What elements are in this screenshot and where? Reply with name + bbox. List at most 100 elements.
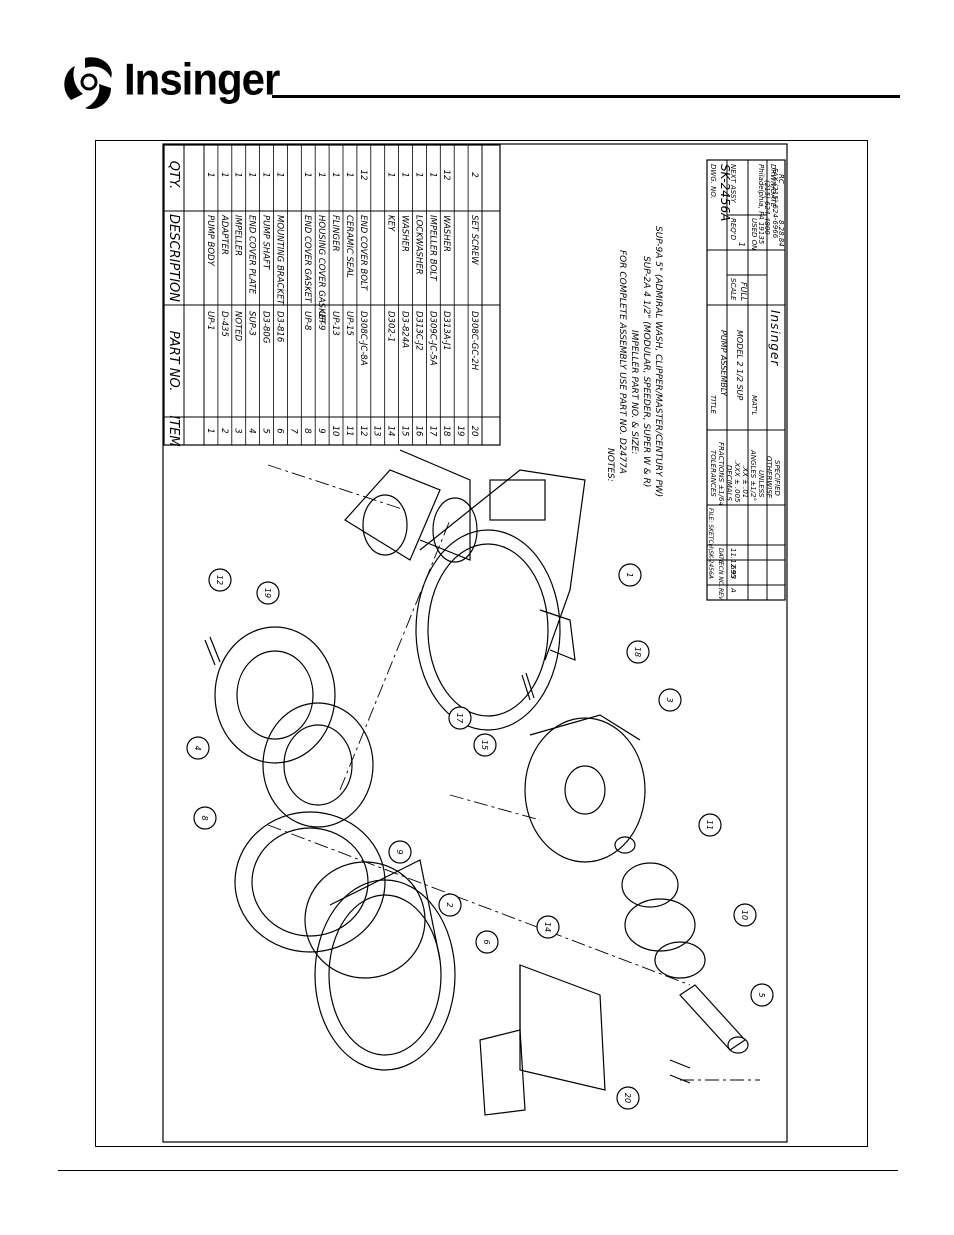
adapter-part xyxy=(304,859,456,1071)
callout-label: 18 xyxy=(633,647,642,657)
callout-bubble xyxy=(388,840,412,864)
callout-bubble xyxy=(618,563,642,587)
callout-bubble xyxy=(208,568,232,592)
callout-bubble xyxy=(658,688,682,712)
used-on-label: USED ON xyxy=(750,218,758,251)
cell-description: WASHER xyxy=(399,215,409,252)
cell-part-no: UP-13 xyxy=(330,311,340,336)
note-line-2: IMPELLER PART NO. & SIZE: xyxy=(629,330,639,454)
cell-part-no: UP-8 xyxy=(302,311,312,331)
cell-item: 15 xyxy=(399,426,409,437)
title-line-1: PUMP ASSEMBLY xyxy=(719,330,728,397)
rev-value: A xyxy=(729,587,737,593)
reqd-label: REQ'D xyxy=(729,218,737,241)
callout-label: 10 xyxy=(740,910,749,920)
cell-item: 9 xyxy=(316,428,326,433)
cell-part-no: SUP-3 xyxy=(247,311,257,336)
callout-bubble xyxy=(475,930,499,954)
callout-label: 8 xyxy=(200,815,209,820)
callout-label: 2 xyxy=(445,902,454,907)
cell-description: END COVER BOLT xyxy=(358,215,368,291)
rev-date: 11.12.93 xyxy=(729,548,737,579)
scale-value: FULL xyxy=(739,282,748,301)
cell-item: 17 xyxy=(427,426,437,437)
specified: SPECIFIED xyxy=(773,460,781,497)
callout-bubble xyxy=(193,806,217,830)
file-name: FILE: SKETCH\SK-2456A xyxy=(707,508,714,579)
pump-body-part xyxy=(344,449,586,731)
cell-part-no: UP-15 xyxy=(344,311,354,336)
cell-qty: 12 xyxy=(358,170,368,181)
cell-item: 11 xyxy=(344,426,354,437)
title-label: TITLE xyxy=(709,395,717,415)
matl-label: MAT'L xyxy=(750,395,758,416)
otherwise: OTHERWISE xyxy=(765,456,773,499)
cell-description: CERAMIC SEAL xyxy=(344,215,354,278)
cell-qty: 1 xyxy=(233,172,243,177)
ecn-value: 695 xyxy=(729,565,737,579)
cell-part-no: D308C-GC-2H xyxy=(469,311,479,371)
cell-item: 14 xyxy=(386,426,396,437)
seal-and-flinger-parts xyxy=(614,836,706,979)
callout-bubble xyxy=(616,1086,640,1110)
header-description: DESCRIPTION xyxy=(166,214,181,302)
ecn-header: ECN NO. xyxy=(717,562,724,587)
cell-part-no: D313C-J2 xyxy=(413,311,423,351)
cell-description: PUMP SHAFT xyxy=(260,215,270,270)
cell-qty: 1 xyxy=(302,172,312,177)
callout-label: 20 xyxy=(623,1093,632,1103)
callout-label: 12 xyxy=(215,575,224,585)
callout-label: 4 xyxy=(193,745,202,750)
drawing-frame xyxy=(95,140,868,1147)
callout-bubble xyxy=(733,903,757,927)
cell-item: 4 xyxy=(247,428,257,433)
cell-qty: 1 xyxy=(274,172,284,177)
header-item: ITEM xyxy=(166,415,181,446)
impeller-part xyxy=(524,714,646,863)
insinger-swirl-logo-icon xyxy=(64,57,112,110)
callout-label: 14 xyxy=(543,922,552,932)
decimals: DECIMALS xyxy=(725,465,733,501)
callout-bubble xyxy=(750,983,774,1007)
cell-qty: 1 xyxy=(427,172,437,177)
cell-description: WASHER xyxy=(441,215,451,252)
cell-item: 8 xyxy=(302,428,312,434)
end-cover-gasket-part xyxy=(262,702,374,828)
cell-part-no: D313A-J1 xyxy=(441,311,451,351)
phone: (215) 624-4800 xyxy=(763,180,771,235)
cell-item: 7 xyxy=(288,428,298,434)
cell-part-no: NOTED xyxy=(233,311,243,342)
header-qty: QTY. xyxy=(166,161,181,190)
insinger-logo: Insinger xyxy=(58,54,288,110)
header-rule xyxy=(272,95,900,98)
callout-bubble xyxy=(438,893,462,917)
title-block: DWG. NO. SK-2456A NEXT ASSY REQ'D 1 USED… xyxy=(706,159,786,601)
parts-artwork xyxy=(204,449,760,1116)
callout-label: 17 xyxy=(455,713,464,724)
cell-item: 16 xyxy=(413,426,423,437)
cell-description: LOCKWASHER xyxy=(413,215,423,275)
cell-description: HOUSING COVER GASKET xyxy=(316,215,326,325)
dwg-no: SK-2456A xyxy=(718,164,732,221)
mounting-bracket-part xyxy=(479,964,606,1116)
cell-description: FLINGER xyxy=(330,215,340,251)
callout-label: 3 xyxy=(665,697,674,702)
next-assy-label: NEXT ASSY xyxy=(729,164,737,203)
fax: FAX (215) 624-6966 xyxy=(771,168,779,239)
callout-bubble xyxy=(473,733,497,757)
cell-item: 10 xyxy=(330,426,340,437)
xx: .XX ± .01 xyxy=(741,465,749,498)
cell-part-no: D3-824A xyxy=(399,311,409,348)
cell-part-no: D3-816 xyxy=(274,311,284,343)
callout-bubble xyxy=(448,706,472,730)
cell-item: 18 xyxy=(441,426,451,437)
cell-part-no: D3-80G xyxy=(260,311,270,344)
cell-description: MOUNTING BRACKET xyxy=(274,215,284,305)
unless: UNLESS xyxy=(757,470,765,498)
cell-description: ADAPTER xyxy=(219,214,229,255)
cell-qty: 1 xyxy=(399,172,409,177)
sheet-border xyxy=(162,143,788,1143)
reqd-value: 1 xyxy=(737,242,746,247)
date-header: DATE xyxy=(717,548,724,564)
